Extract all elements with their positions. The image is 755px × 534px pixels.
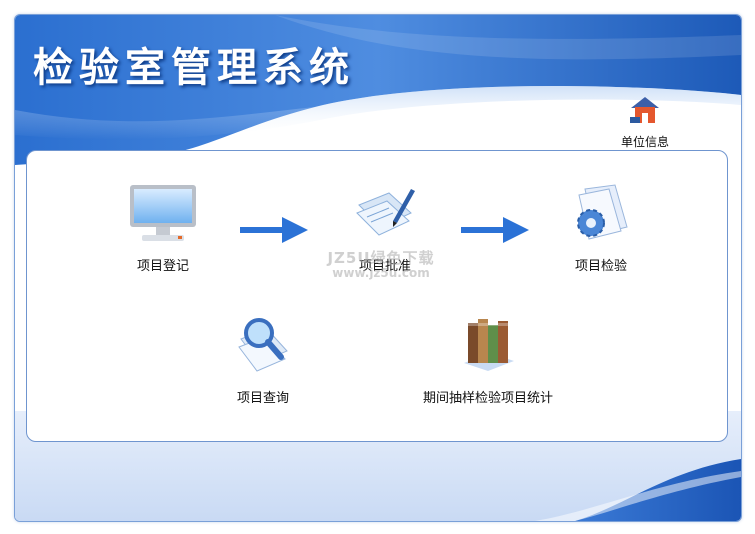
unit-info-label: 单位信息: [620, 135, 669, 149]
module-label-approval: 项目批准: [358, 259, 411, 274]
module-item-query[interactable]: 项目查询: [213, 315, 313, 406]
module-label-registration: 项目登记: [136, 259, 189, 274]
arrow-right-icon: [240, 217, 308, 243]
module-label-query: 项目查询: [236, 391, 289, 406]
header-banner: [15, 15, 741, 165]
app-title: 检验室管理系统: [33, 45, 355, 91]
module-label-sampling-statistics: 期间抽样检验项目统计: [422, 391, 553, 406]
arrow-right-icon: [461, 217, 529, 243]
books-icon: [464, 319, 514, 371]
gear-document-icon: [577, 184, 628, 240]
module-item-sampling-statistics[interactable]: 期间抽样检验项目统计: [413, 315, 563, 406]
module-item-approval[interactable]: 项目批准: [335, 183, 435, 274]
unit-info-button[interactable]: 单位信息: [605, 93, 685, 150]
module-item-inspection[interactable]: 项目检验: [551, 183, 651, 274]
module-label-inspection: 项目检验: [574, 259, 627, 274]
document-pen-icon: [356, 189, 415, 236]
app-window: 检验室管理系统 单位信息: [14, 14, 742, 522]
house-icon: [630, 97, 659, 123]
module-item-registration[interactable]: 项目登记: [113, 183, 213, 274]
magnifier-icon: [238, 318, 288, 372]
monitor-icon: [130, 185, 196, 241]
